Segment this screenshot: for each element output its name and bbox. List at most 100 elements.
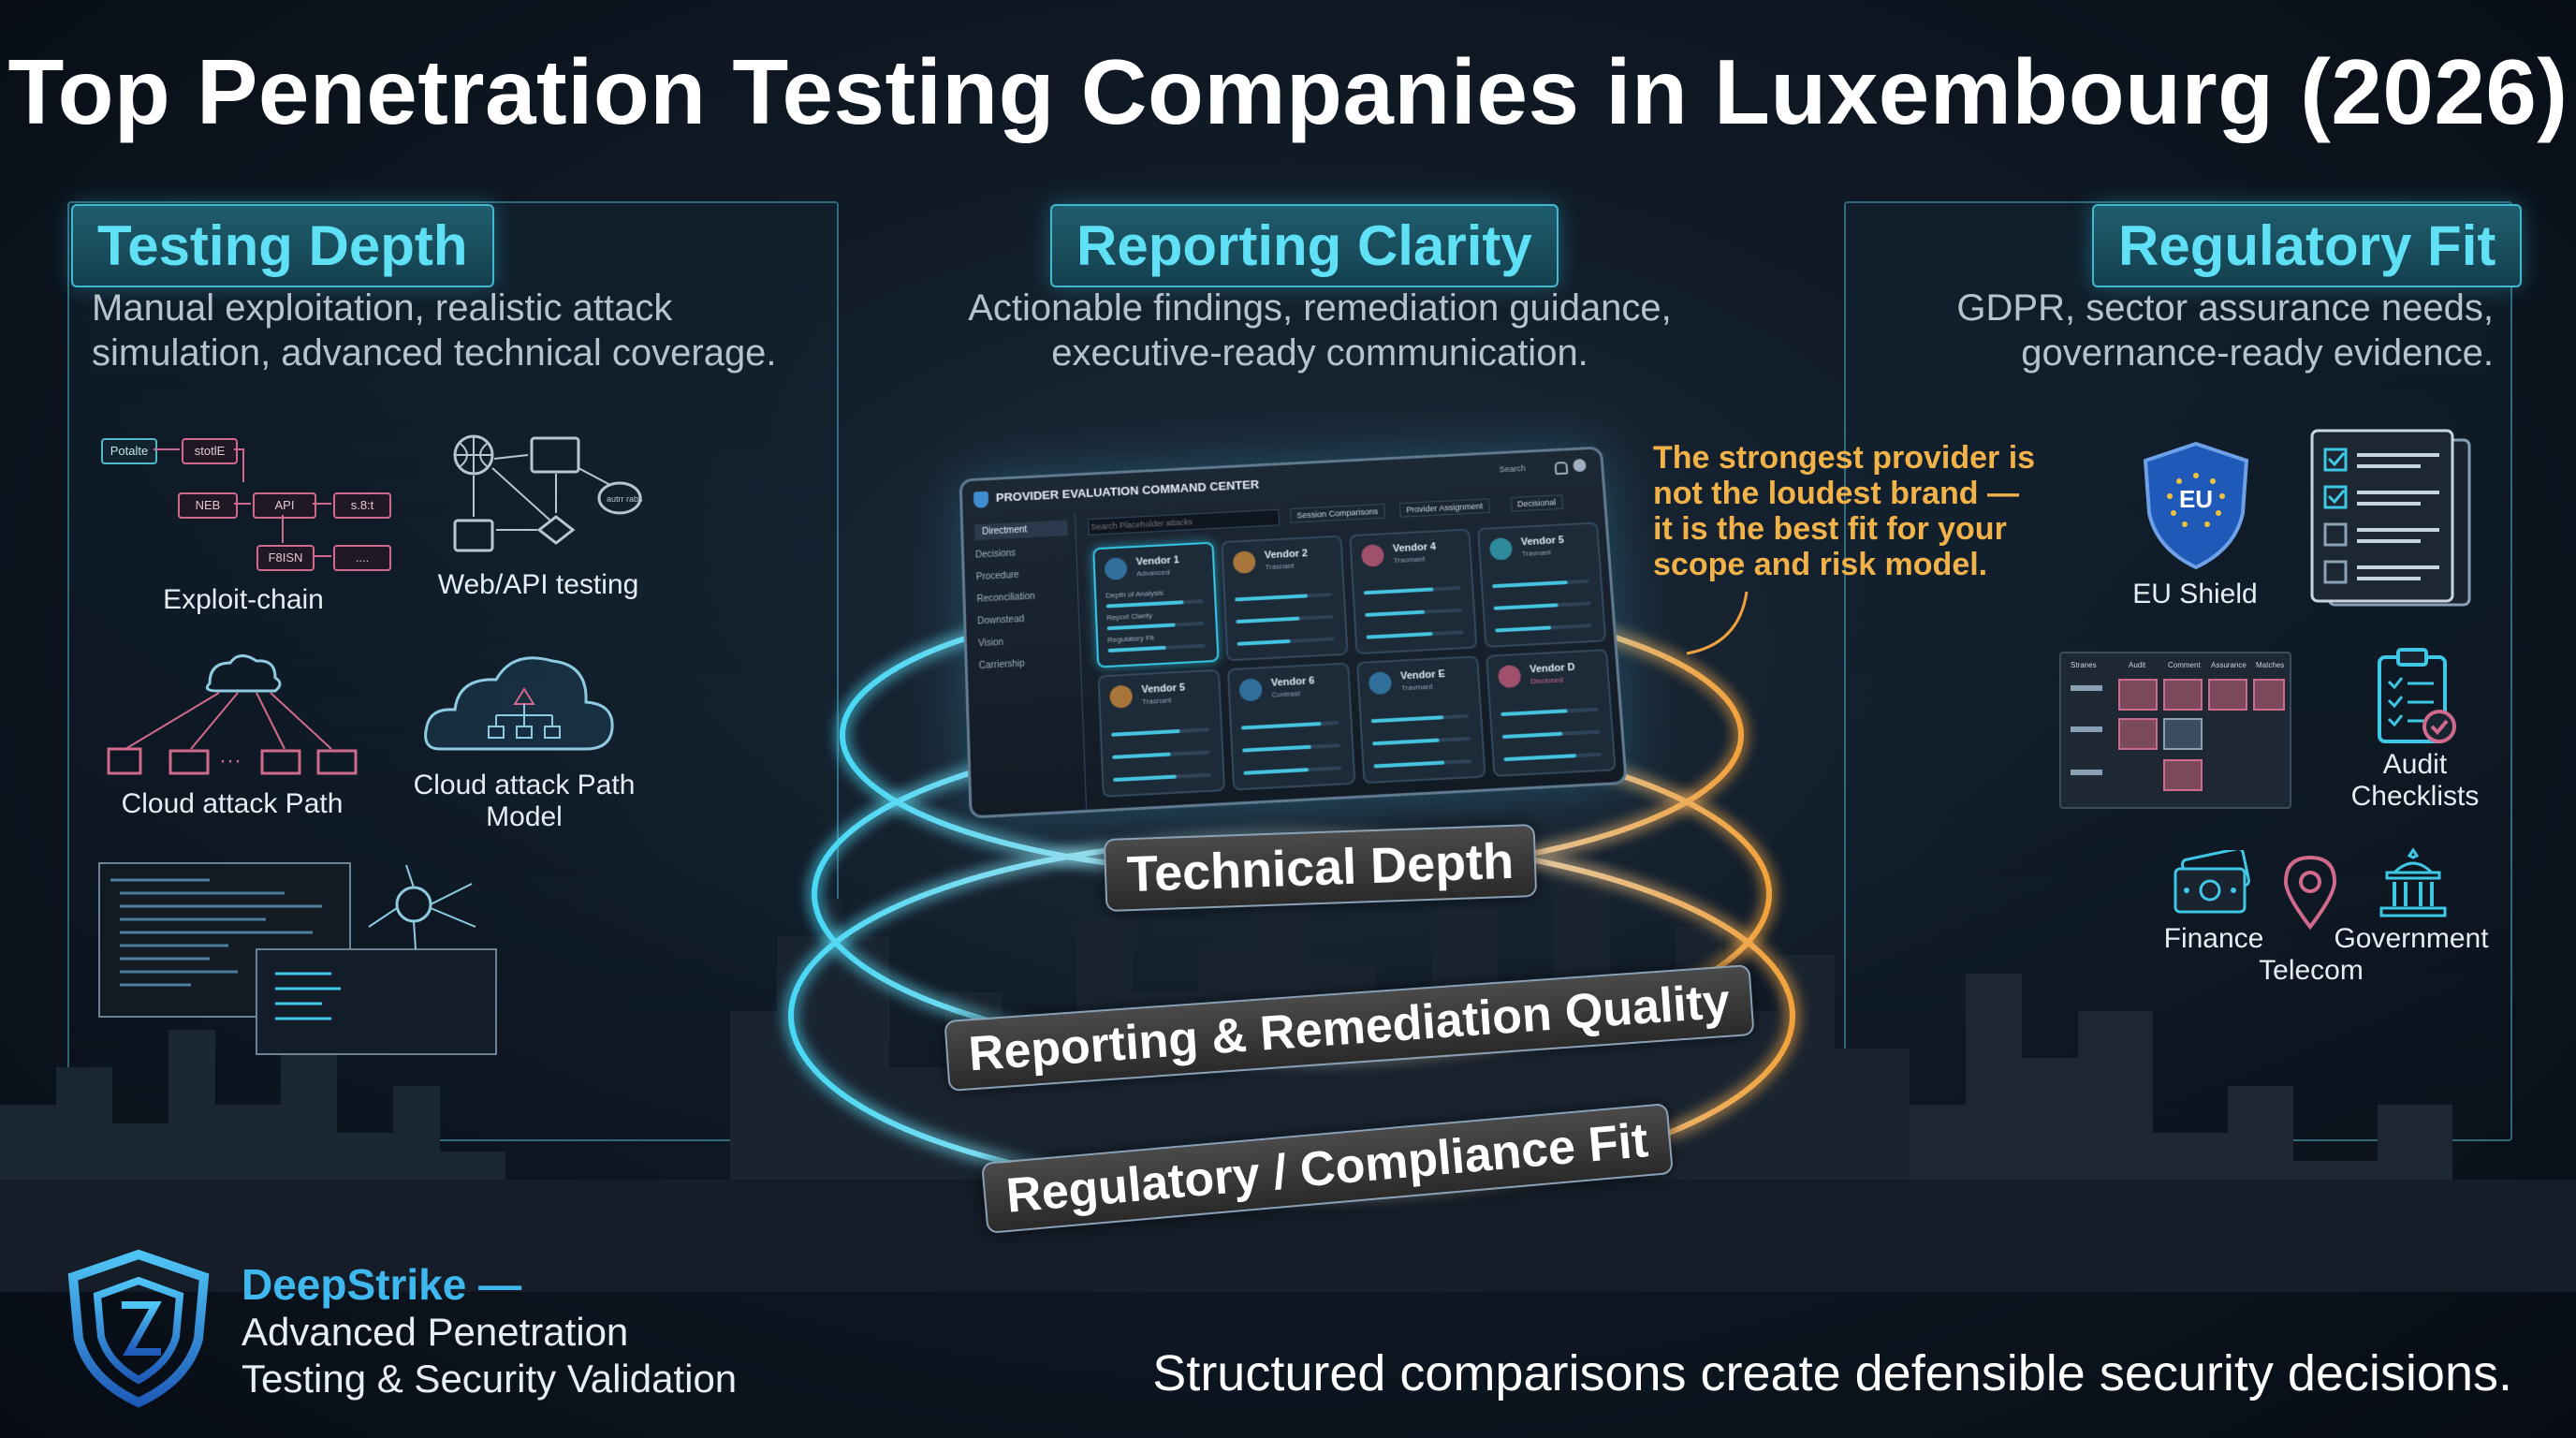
vendor-1-icon <box>1104 557 1128 580</box>
vendor-5b-score-2 <box>1112 750 1211 759</box>
vendor-6-score-1 <box>1240 721 1339 730</box>
audit-label-line-2: Checklists <box>2350 781 2480 812</box>
vendor-card-e[interactable]: Vendor E Travmant <box>1356 655 1486 785</box>
vendor-6-name: Vendor 6 <box>1270 675 1315 689</box>
sidebar-item-procedure[interactable]: Procedure <box>975 570 1019 583</box>
regulatory-fit-heading: Regulatory Fit <box>2092 204 2523 287</box>
vendor-e-sub: Travmant <box>1400 682 1433 693</box>
user-avatar[interactable] <box>1573 458 1587 473</box>
vendor-e-score-3 <box>1373 758 1472 769</box>
vendor-5b-name: Vendor 5 <box>1141 682 1186 696</box>
vendor-card-5[interactable]: Vendor 5 Travnant <box>1477 521 1607 648</box>
testing-depth-line-2: simulation, advanced technical coverage. <box>92 332 777 374</box>
dashboard-search-input[interactable] <box>1088 508 1281 536</box>
vendor-card-5b[interactable]: Vendor 5 Trasnant <box>1097 668 1226 798</box>
filter-decisional[interactable]: Decisional <box>1510 494 1563 512</box>
board-header-2: Audit <box>2129 661 2146 669</box>
vendor-1-score-1 <box>1105 599 1204 609</box>
audit-clipboard-icon <box>2378 648 2456 743</box>
vendor-e-score-1 <box>1370 713 1470 724</box>
reporting-clarity-heading: Reporting Clarity <box>1050 204 1559 287</box>
vendor-e-score-2 <box>1372 736 1471 746</box>
cloud-model-line-2: Model <box>486 801 563 832</box>
vendor-5-score-1 <box>1492 579 1589 589</box>
vendor-5b-sub: Trasnant <box>1141 696 1172 706</box>
svg-text:···: ··· <box>219 748 242 773</box>
reporting-clarity-line-2: executive-ready communication. <box>1051 332 1588 374</box>
node-autrr-rabs: autrr rabs <box>607 494 643 504</box>
eu-shield-label: EU Shield <box>2132 579 2258 609</box>
sidebar-item-decisions[interactable]: Decisions <box>974 548 1017 561</box>
reporting-clarity-line-1: Actionable findings, remediation guidanc… <box>968 287 1672 329</box>
assurance-board: Stranes Audit Comment Assurance Matches <box>2059 652 2291 809</box>
vendor-1-sub: Advanced <box>1136 567 1170 579</box>
vendor-card-6[interactable]: Vendor 6 Contrast <box>1226 662 1356 791</box>
vendor-2-score-2 <box>1236 614 1334 624</box>
node-potalte: Potalte <box>101 438 157 464</box>
bottom-tagline: Structured comparisons create defensible… <box>1152 1345 2512 1401</box>
quote-line-4: scope and risk model. <box>1653 547 1988 582</box>
cloud-attack-path-icon: ··· <box>107 654 358 775</box>
vendor-card-2[interactable]: Vendor 2 Trasnant <box>1221 535 1349 662</box>
vendor-4-sub: Traomant <box>1393 554 1426 565</box>
notification-icon[interactable] <box>1554 461 1569 476</box>
eu-shield-text: EU <box>2179 485 2213 513</box>
filter-provider-assignment[interactable]: Provider Assignment <box>1398 498 1490 518</box>
deepstrike-logo-icon <box>67 1249 210 1408</box>
quote-pointer <box>1686 591 1749 655</box>
regulatory-fit-line-1: GDPR, sector assurance needs, <box>1956 287 2494 329</box>
sidebar-item-vision[interactable]: Vision <box>977 637 1004 650</box>
vendor-1-score-3 <box>1107 643 1206 653</box>
vendor-card-1[interactable]: Vendor 1 Advanced Depth of Analysis Repo… <box>1092 541 1220 668</box>
vendor-card-4[interactable]: Vendor 4 Traomant <box>1349 528 1478 655</box>
sidebar-item-directment[interactable]: Directment <box>973 520 1068 541</box>
node-s8t: s.8:t <box>333 492 391 519</box>
board-cards <box>2071 679 2285 791</box>
audit-checklists-label: Audit Checklists <box>2331 749 2499 813</box>
reporting-clarity-description: Actionable findings, remediation guidanc… <box>899 286 1741 375</box>
exploit-chain-arrows <box>154 448 331 557</box>
telecom-location-icon <box>2283 855 2337 931</box>
code-analysis-icon <box>98 862 497 1055</box>
vendor-d-sub: Disclosed <box>1530 675 1564 686</box>
node-stotle: stotlE <box>182 438 238 464</box>
board-header-5: Matches <box>2256 661 2285 669</box>
vendor-4-score-3 <box>1366 630 1464 639</box>
dashboard-sidebar: Directment Decisions Procedure Reconcili… <box>962 512 1088 816</box>
sidebar-item-downstead[interactable]: Downstead <box>977 614 1025 627</box>
audit-label-line-1: Audit <box>2382 749 2448 780</box>
vendor-d-score-3 <box>1503 752 1603 762</box>
sidebar-item-reconciliation[interactable]: Reconciliation <box>976 591 1035 605</box>
dashboard-shield-icon <box>973 491 989 509</box>
sidebar-item-carriership[interactable]: Carriership <box>978 658 1025 672</box>
vendor-card-d[interactable]: Vendor D Disclosed <box>1486 649 1617 777</box>
web-api-testing-icon: autrr rabs <box>453 434 643 552</box>
government-label: Government <box>2334 923 2489 954</box>
board-header-3: Comment <box>2168 661 2201 669</box>
vendor-1-row-label: Depth of Analysis <box>1105 588 1164 600</box>
node-dots: .... <box>333 545 391 571</box>
vendor-d-icon <box>1497 664 1522 689</box>
node-neb: NEB <box>178 492 238 519</box>
vendor-1-name: Vendor 1 <box>1135 554 1180 568</box>
vendor-5-score-2 <box>1493 601 1591 610</box>
quote-line-2: not the loudest brand — <box>1653 476 2019 511</box>
vendor-2-sub: Trasnant <box>1265 561 1295 572</box>
brand-name: DeepStrike — <box>242 1260 522 1309</box>
vendor-d-score-1 <box>1500 707 1599 717</box>
filter-session-comparisons[interactable]: Session Comparisons <box>1290 504 1385 523</box>
finance-icon <box>2174 850 2251 914</box>
brand-tagline: Advanced Penetration Testing & Security … <box>242 1309 737 1402</box>
vendor-6-icon <box>1238 678 1263 702</box>
node-api: API <box>253 492 316 519</box>
node-f8isn: F8ISN <box>256 545 315 571</box>
vendor-2-icon <box>1232 550 1256 574</box>
page-title: Top Penetration Testing Companies in Lux… <box>7 40 2569 143</box>
exploit-chain-label: Exploit-chain <box>163 584 324 615</box>
vendor-1-row-label-2: Report Clarity <box>1106 610 1153 623</box>
vendor-6-score-3 <box>1243 766 1342 775</box>
vendor-d-name: Vendor D <box>1529 661 1576 676</box>
vendor-6-score-2 <box>1242 743 1341 753</box>
cloud-model-icon <box>424 656 614 751</box>
vendor-5b-icon <box>1109 684 1134 709</box>
